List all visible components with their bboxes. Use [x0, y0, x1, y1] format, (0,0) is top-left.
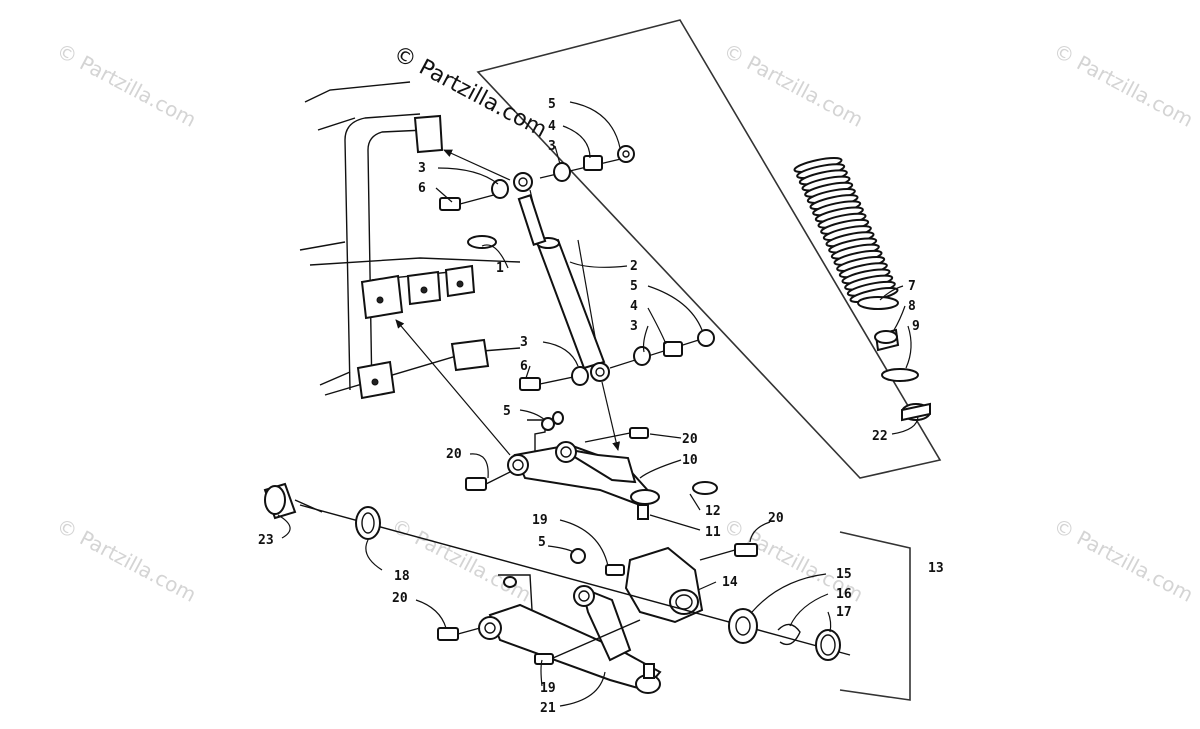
callout-20-left: 20: [446, 447, 462, 462]
callout-7: 7: [908, 279, 916, 294]
callout-10: 10: [682, 453, 698, 468]
callout-5-upper: 5: [548, 97, 556, 112]
callout-1: 1: [496, 261, 504, 276]
callout-labels: 5 4 3 3 6 1 2 5 4 3 3 6 5 20 20 10 12 11…: [258, 97, 944, 716]
callout-3-upper: 3: [548, 139, 556, 154]
callout-11: 11: [705, 525, 721, 540]
watermark-tile: © Partzilla.com: [53, 38, 201, 132]
callout-6-lower: 6: [520, 359, 528, 374]
partzilla-watermark: © Partzilla.com: [389, 41, 551, 143]
callout-8: 8: [908, 299, 916, 314]
leader-lines: [277, 101, 919, 707]
callout-3-lower-left: 3: [520, 335, 528, 350]
callout-17: 17: [836, 605, 852, 620]
callout-22: 22: [872, 429, 888, 444]
callout-4-upper: 4: [548, 119, 556, 134]
assembly-arrows: [395, 149, 621, 456]
watermark-tiles: © Partzilla.com © Partzilla.com © Partzi…: [53, 38, 1198, 607]
callout-2: 2: [630, 259, 638, 274]
callout-15: 15: [836, 567, 852, 582]
callout-5-lower: 5: [630, 279, 638, 294]
callout-13: 13: [928, 561, 944, 576]
spring-group-frame: [476, 19, 942, 479]
callout-3-upper-left: 3: [418, 161, 426, 176]
axle-assembly: [263, 482, 911, 701]
watermark-tile: © Partzilla.com: [720, 38, 868, 132]
lower-hardware: [519, 329, 715, 391]
callout-5-spindle: 5: [538, 535, 546, 550]
shock-absorber: [467, 172, 610, 382]
callout-14: 14: [722, 575, 738, 590]
upper-a-arm: [465, 411, 718, 520]
callout-9: 9: [912, 319, 920, 334]
callout-21: 21: [540, 701, 556, 716]
callout-19-upper: 19: [532, 513, 548, 528]
watermark-tile: © Partzilla.com: [53, 513, 201, 607]
upper-hardware: [439, 145, 635, 211]
coil-spring: [793, 157, 899, 303]
watermark-tile: © Partzilla.com: [1050, 513, 1198, 607]
callout-23: 23: [258, 533, 274, 548]
watermark-tile: © Partzilla.com: [388, 513, 536, 607]
callout-16: 16: [836, 587, 852, 602]
callout-3-lower: 3: [630, 319, 638, 334]
lower-a-arm: [437, 574, 662, 694]
callout-12: 12: [705, 504, 721, 519]
spring-hardware: [857, 296, 931, 422]
chassis-frame: [299, 81, 521, 400]
callout-18: 18: [394, 569, 410, 584]
callout-20-lower: 20: [392, 591, 408, 606]
spindle-knuckle: [503, 543, 758, 624]
callout-5-arm: 5: [503, 404, 511, 419]
watermark-tile: © Partzilla.com: [1050, 38, 1198, 132]
callout-20-spindle: 20: [768, 511, 784, 526]
callout-6-upper: 6: [418, 181, 426, 196]
callout-20-right: 20: [682, 432, 698, 447]
callout-19-lower: 19: [540, 681, 556, 696]
callout-4-lower: 4: [630, 299, 638, 314]
